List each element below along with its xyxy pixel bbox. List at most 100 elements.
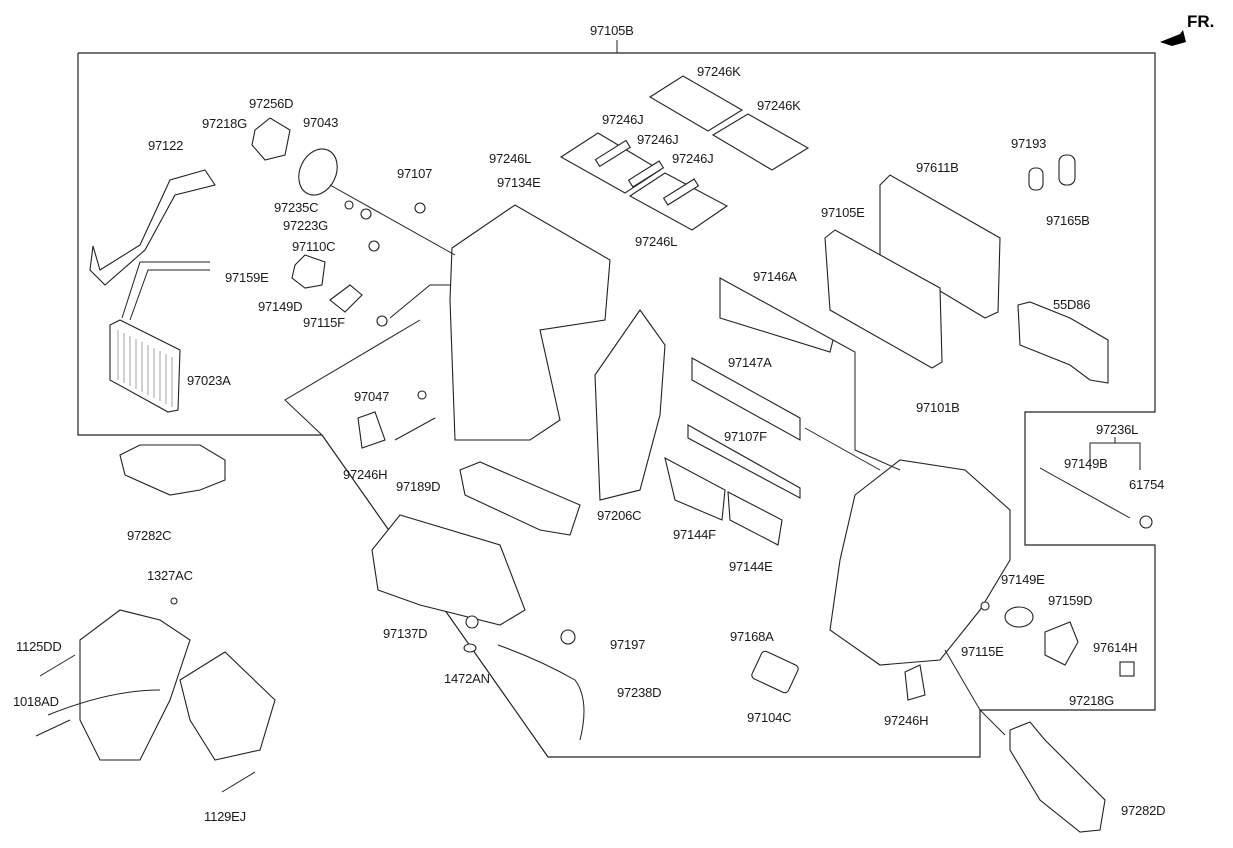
seal-97246H-right	[904, 664, 926, 701]
door-97107F	[687, 424, 801, 499]
part-label[interactable]: 1472AN	[444, 671, 490, 686]
part-label[interactable]: 97223G	[283, 218, 329, 233]
lever-97149D	[329, 284, 363, 313]
part-label[interactable]: 97197	[610, 637, 646, 652]
bolt-1125DD	[39, 654, 76, 677]
front-arrow-icon	[1160, 30, 1186, 46]
bolt-1018AD	[35, 719, 71, 737]
part-label[interactable]: 97147A	[728, 355, 772, 370]
part-label[interactable]: 97149E	[1001, 572, 1045, 587]
drain-port	[465, 615, 479, 629]
nut-97235C	[344, 200, 354, 210]
part-label[interactable]: 97611B	[916, 160, 959, 175]
part-label[interactable]: 97144E	[729, 559, 773, 574]
gasket-97165B	[1058, 154, 1076, 186]
part-label[interactable]: 97134E	[497, 175, 541, 190]
part-label[interactable]: 97256D	[249, 96, 294, 111]
part-label[interactable]: 97159E	[225, 270, 269, 285]
tray-97189D	[459, 461, 581, 536]
part-label[interactable]: 97101B	[916, 400, 960, 415]
part-label[interactable]: 1327AC	[147, 568, 193, 583]
clamp-1472AN	[463, 643, 477, 653]
part-label[interactable]: 97165B	[1046, 213, 1090, 228]
part-label[interactable]: 97238D	[617, 685, 662, 700]
seal-97246H-left	[357, 411, 386, 449]
part-label[interactable]: 97107F	[724, 429, 767, 444]
part-label[interactable]: 97246H	[343, 467, 388, 482]
part-label[interactable]: 97246K	[757, 98, 801, 113]
part-label[interactable]: 97236L	[1096, 422, 1139, 437]
part-label[interactable]: 97115F	[303, 315, 345, 330]
clip-97107	[414, 202, 426, 214]
case-97134E	[449, 204, 611, 441]
cover-97043	[298, 148, 338, 196]
sensor-97614H	[1119, 661, 1135, 677]
part-label[interactable]: 97246K	[697, 64, 741, 79]
part-label[interactable]: 97282D	[1121, 803, 1166, 818]
part-label[interactable]: 97189D	[396, 479, 441, 494]
part-label[interactable]: 97235C	[274, 200, 319, 215]
part-label[interactable]: 97206C	[597, 508, 642, 523]
part-label[interactable]: 61754	[1129, 477, 1165, 492]
part-label[interactable]: 97168A	[730, 629, 774, 644]
part-label[interactable]: 97107	[397, 166, 433, 181]
part-label[interactable]: 97246L	[635, 234, 678, 249]
door-97147A	[691, 357, 801, 441]
part-label[interactable]: 97614H	[1093, 640, 1138, 655]
part-label[interactable]: 97115E	[961, 644, 1004, 659]
part-label[interactable]: 97246J	[637, 132, 679, 147]
lever-97223G	[360, 208, 372, 220]
drain-hose-97238D	[497, 644, 585, 741]
door-97144E	[727, 491, 783, 546]
part-label[interactable]: 97159D	[1048, 593, 1093, 608]
assembly-thumbnail	[47, 609, 276, 761]
part-label[interactable]: 97023A	[187, 373, 231, 388]
part-label[interactable]: 97246J	[602, 112, 644, 127]
part-label[interactable]: 97105E	[821, 205, 865, 220]
part-label[interactable]: 97047	[354, 389, 390, 404]
lever-97149E	[1004, 606, 1034, 628]
part-label[interactable]: 97218G	[202, 116, 248, 131]
part-label[interactable]: 97104C	[747, 710, 792, 725]
door-97146A	[719, 277, 834, 353]
front-indicator-label: FR.	[1187, 12, 1215, 31]
nut-97047	[417, 390, 427, 400]
part-label[interactable]: 97246L	[489, 151, 532, 166]
door-97144F	[664, 456, 726, 521]
part-label[interactable]: 97193	[1011, 136, 1047, 151]
part-label[interactable]: 97144F	[673, 527, 716, 542]
door-97206C	[594, 309, 666, 501]
part-label[interactable]: 97146A	[753, 269, 797, 284]
part-label[interactable]: 1129EJ	[204, 809, 246, 824]
heater-pipe-97122	[89, 169, 216, 286]
link-97110C	[368, 240, 380, 252]
part-label[interactable]: 55D86	[1053, 297, 1091, 312]
part-label[interactable]: 97218G	[1069, 693, 1115, 708]
leader-97282C-zig	[284, 319, 421, 436]
case-97101B	[829, 459, 1011, 666]
bolt-1129EJ	[221, 771, 256, 793]
grommet-97197	[560, 629, 576, 645]
actuator-97159E	[291, 254, 326, 289]
part-label[interactable]: 97043	[303, 115, 339, 130]
part-label[interactable]: 1125DD	[16, 639, 62, 654]
duct-97282D	[1009, 721, 1106, 833]
case-97137D	[371, 514, 526, 626]
part-label[interactable]: 97282C	[127, 528, 172, 543]
part-label[interactable]: 97122	[148, 138, 184, 153]
insulator-55D86	[1017, 301, 1109, 384]
gasket-97193	[1028, 167, 1044, 191]
clip-97115E	[980, 601, 990, 611]
part-label[interactable]: 97246H	[884, 713, 929, 728]
actuator-97256D	[251, 117, 291, 161]
part-label[interactable]: 97110C	[292, 239, 336, 254]
part-label[interactable]: 97149B	[1064, 456, 1108, 471]
heater-core-97023A	[109, 261, 210, 413]
part-label[interactable]: 97105B	[590, 23, 634, 38]
part-label[interactable]: 1018AD	[13, 694, 59, 709]
seal-frame-97105E	[824, 229, 943, 369]
part-label[interactable]: 97246J	[672, 151, 714, 166]
part-label[interactable]: 97137D	[383, 626, 428, 641]
part-label[interactable]: 97149D	[258, 299, 303, 314]
